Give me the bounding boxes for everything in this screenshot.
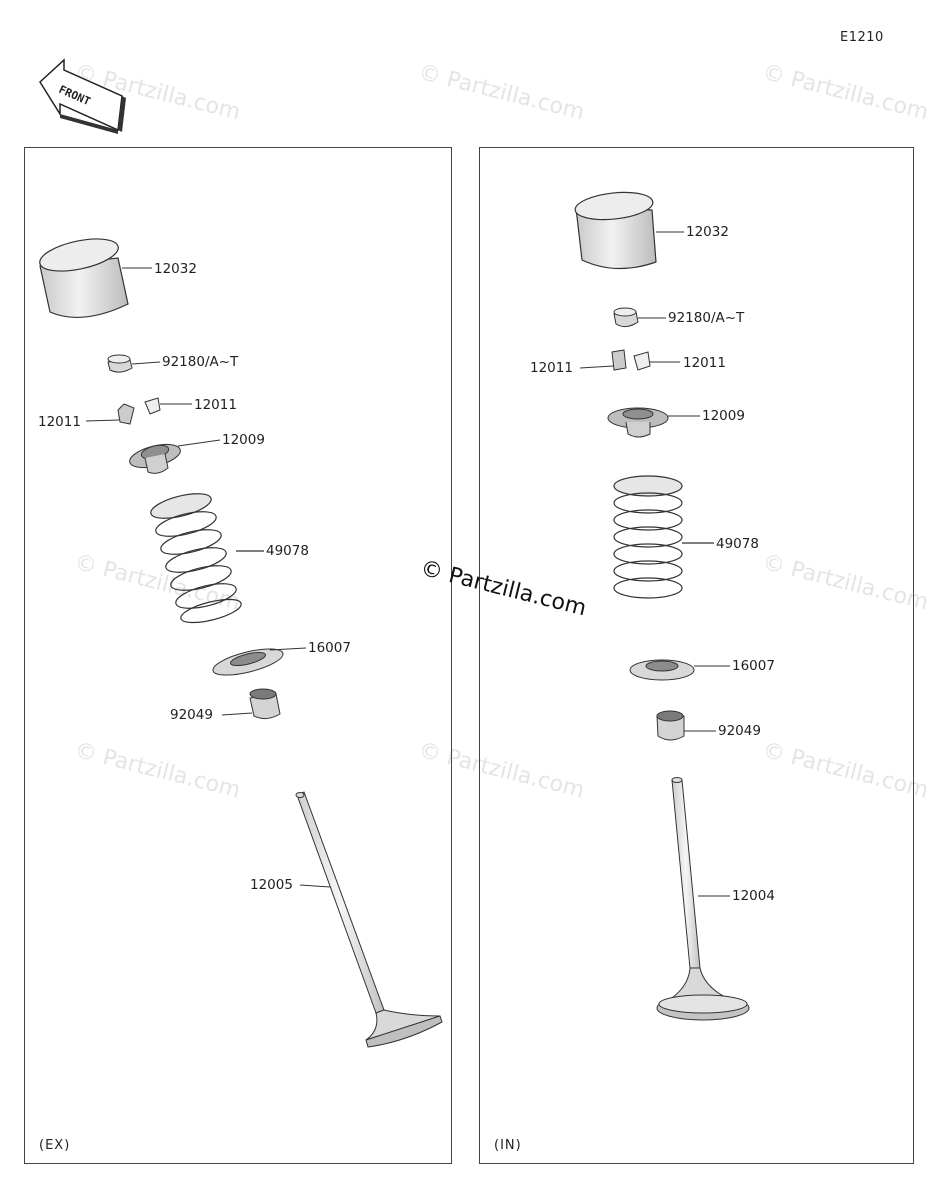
ex-seal-label: 92049: [170, 707, 213, 723]
ex-lifter-label: 12032: [154, 261, 197, 277]
in-valve-label: 12004: [732, 888, 775, 904]
in-lifter-label: 12032: [686, 224, 729, 240]
in-spring-seat-label: 16007: [732, 658, 775, 674]
in-cotter-left-label: 12011: [530, 360, 573, 376]
in-spring-seat-drawing: [629, 659, 730, 681]
in-shim-label: 92180/A~T: [668, 310, 745, 326]
in-retainer-drawing: [607, 407, 700, 438]
in-shim-drawing: [613, 307, 666, 328]
exhaust-panel-label: (EX): [39, 1138, 71, 1153]
exhaust-panel: (EX): [24, 147, 452, 1164]
intake-panel: (IN): [479, 147, 914, 1164]
ex-spring-seat-drawing: [212, 647, 307, 676]
ex-retainer-label: 12009: [222, 432, 265, 448]
diagram-code: E1210: [840, 30, 884, 45]
ex-spring-drawing: [150, 493, 264, 624]
in-spring-drawing: [613, 475, 714, 599]
in-retainer-label: 12009: [702, 408, 745, 424]
ex-valve-drawing: [295, 791, 443, 1048]
ex-cotter-right-label: 12011: [194, 397, 237, 413]
ex-shim-drawing: [107, 354, 161, 373]
ex-shim-label: 92180/A~T: [162, 354, 239, 370]
in-cotter-drawings: [579, 349, 680, 371]
in-seal-drawing: [656, 710, 716, 741]
ex-retainer-drawing: [129, 439, 221, 474]
in-lifter-drawing: [574, 191, 684, 270]
ex-spring-seat-label: 16007: [308, 640, 351, 656]
ex-lifter-drawing: [39, 238, 152, 319]
in-valve-drawing: [656, 777, 750, 1021]
ex-seal-drawing: [221, 688, 281, 720]
ex-valve-label: 12005: [250, 877, 293, 893]
in-spring-label: 49078: [716, 536, 759, 552]
ex-cotter-left-label: 12011: [38, 414, 81, 430]
intake-panel-label: (IN): [494, 1138, 522, 1153]
ex-spring-label: 49078: [266, 543, 309, 559]
front-arrow-icon: FRONT: [39, 58, 126, 134]
ex-cotter-drawings: [85, 397, 192, 425]
in-seal-label: 92049: [718, 723, 761, 739]
in-cotter-right-label: 12011: [683, 355, 726, 371]
